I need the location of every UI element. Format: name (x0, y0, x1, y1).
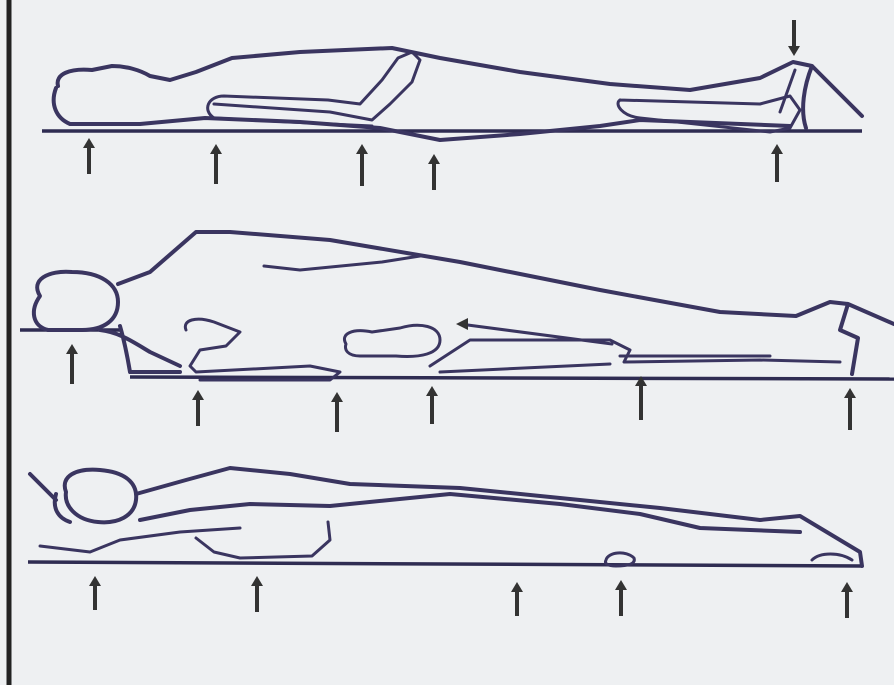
pressure-arrow (251, 576, 263, 612)
arm-outline (264, 256, 420, 270)
pressure-arrow (192, 390, 204, 426)
foot-outline (812, 554, 852, 560)
panel-prone (28, 468, 862, 618)
body-outline (54, 48, 862, 140)
pressure-arrow (210, 144, 222, 184)
pressure-arrow (428, 154, 440, 190)
pressure-arrow (426, 386, 438, 424)
pressure-arrow (615, 580, 627, 616)
pressure-arrow (635, 376, 647, 420)
panel-supine (42, 20, 862, 190)
inline-arrow-head (456, 318, 468, 330)
pressure-arrow (83, 138, 95, 174)
panel-lateral (20, 232, 894, 432)
pressure-arrow (331, 392, 343, 432)
arm-outline (40, 522, 330, 558)
head-outline (55, 470, 136, 523)
leg-outline (430, 324, 840, 372)
pressure-arrow (66, 344, 78, 384)
pressure-arrow (356, 144, 368, 186)
body-outline (30, 468, 862, 566)
down-arrow-icon (788, 20, 800, 56)
pressure-arrow (841, 582, 853, 618)
arm-outline (208, 52, 420, 126)
pressure-arrow (844, 388, 856, 430)
pressure-arrow (511, 582, 523, 616)
lower-arm-outline (185, 319, 340, 380)
pressure-arrow (89, 576, 101, 610)
ground-line (28, 562, 862, 566)
pressure-arrow (771, 144, 783, 182)
body-outline (100, 232, 894, 374)
hand-outline (344, 325, 440, 356)
head-outline (34, 272, 118, 330)
